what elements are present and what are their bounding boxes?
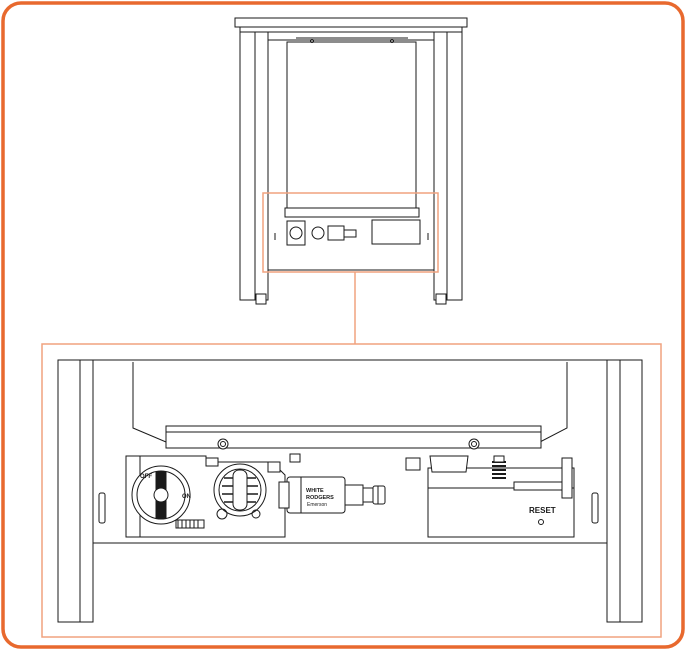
valve-label-line2: RODGERS — [306, 495, 334, 501]
appliance-front-view — [234, 17, 468, 305]
valve-label-group: WHITE RODGERS Emerson — [306, 488, 334, 508]
callout-box — [262, 192, 439, 273]
valve-label-line1: WHITE — [306, 488, 324, 494]
rail-screw-right — [468, 438, 480, 450]
svg-text:ON: ON — [182, 494, 191, 500]
detail-drawing: ON OFF — [57, 359, 643, 623]
detail-frame — [41, 343, 662, 638]
rail-screw-left — [217, 438, 229, 450]
reset-label: RESET — [529, 506, 556, 515]
valve-label-line3: Emerson — [307, 502, 327, 508]
svg-text:OFF: OFF — [140, 474, 152, 480]
reset-button — [538, 519, 544, 525]
